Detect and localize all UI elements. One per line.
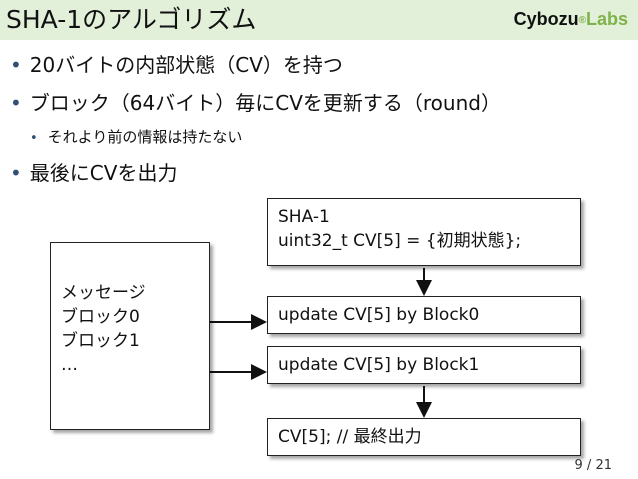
logo-main-text: Cybozu [513, 9, 579, 29]
logo-registered-mark: ® [578, 15, 586, 26]
bullet-dot-icon: • [10, 91, 22, 115]
message-box-line: … [61, 355, 78, 375]
update-block0-box: update CV[5] by Block0 [267, 296, 581, 334]
sub-bullet-item: • それより前の情報は持たない [30, 126, 242, 150]
bullet-item: • 最後にCVを出力 [10, 158, 177, 188]
title-bar: SHA-1のアルゴリズム Cybozu®Labs [0, 0, 638, 40]
init-box-line: SHA-1 [278, 207, 330, 227]
message-box-line: ブロック0 [61, 307, 140, 327]
bullet-dot-icon: • [10, 53, 22, 77]
bullet-item: • ブロック（64バイト）毎にCVを更新する（round） [10, 88, 501, 118]
init-box: SHA-1 uint32_t CV[5] = {初期状態}; [267, 198, 581, 266]
bullet-text: ブロック（64バイト）毎にCVを更新する（round） [29, 91, 501, 115]
slide-title: SHA-1のアルゴリズム [6, 5, 257, 34]
bullet-dot-icon: • [10, 161, 22, 185]
logo-sub-text: Labs [585, 9, 628, 29]
bullet-text: 20バイトの内部状態（CV）を持つ [29, 53, 343, 77]
bullet-item: • 20バイトの内部状態（CV）を持つ [10, 50, 343, 80]
bullet-dot-icon: • [30, 131, 38, 146]
message-box-line: メッセージ [61, 283, 146, 303]
message-box-line: ブロック1 [61, 331, 140, 351]
output-text: CV[5]; // 最終出力 [278, 427, 422, 447]
output-box: CV[5]; // 最終出力 [267, 418, 581, 456]
page-number: 9 / 21 [574, 458, 612, 473]
message-box: メッセージ ブロック0 ブロック1 … [50, 242, 210, 430]
bullet-text: それより前の情報は持たない [47, 128, 243, 146]
cybozu-labs-logo: Cybozu®Labs [514, 6, 628, 32]
update-block0-text: update CV[5] by Block0 [278, 305, 480, 325]
update-block1-box: update CV[5] by Block1 [267, 346, 581, 384]
init-box-line: uint32_t CV[5] = {初期状態}; [278, 231, 522, 251]
bullet-text: 最後にCVを出力 [29, 161, 178, 185]
update-block1-text: update CV[5] by Block1 [278, 355, 480, 375]
